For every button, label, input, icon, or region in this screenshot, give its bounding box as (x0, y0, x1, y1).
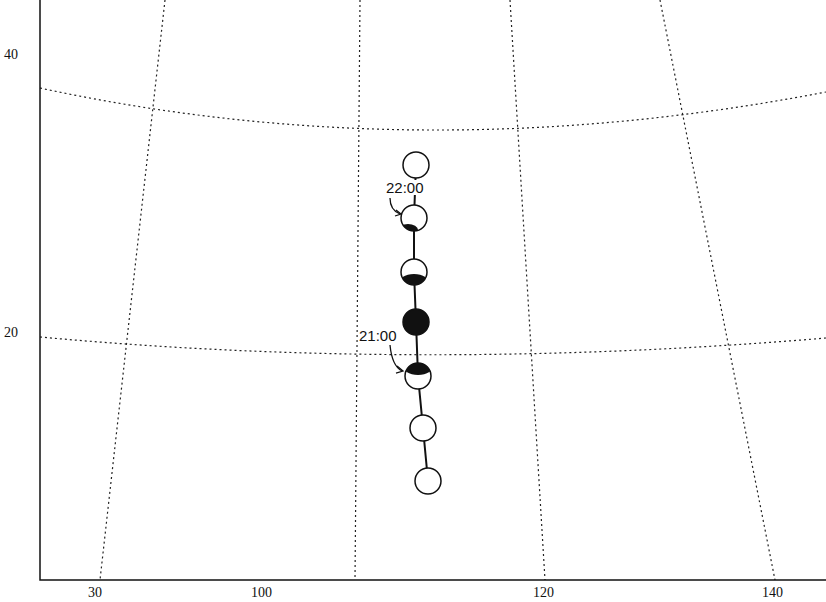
moon-circle (403, 309, 429, 335)
graticule (40, 0, 826, 580)
arrow-head (395, 210, 401, 216)
time-pointers (390, 198, 403, 373)
time-label: 22:00 (385, 180, 425, 195)
latitude-label: 20 (4, 326, 18, 340)
arrow-head (396, 366, 403, 373)
meridian-line (660, 0, 775, 580)
latitude-label: 40 (4, 48, 18, 62)
parallel-line (40, 337, 826, 355)
leader-line (390, 345, 402, 371)
moon-circle (410, 415, 436, 441)
moon-shadow (402, 355, 434, 375)
parallel-line (40, 88, 826, 130)
meridian-line (100, 0, 165, 580)
time-label: 21:00 (358, 328, 398, 343)
moon-phases (398, 152, 441, 494)
meridian-line (510, 0, 545, 580)
longitude-label: 120 (533, 586, 554, 600)
moon-circle (415, 468, 441, 494)
meridian-line (355, 0, 360, 580)
moon-shadow (398, 274, 430, 294)
longitude-label: 30 (88, 586, 102, 600)
moon-circle (403, 152, 429, 178)
frame (40, 0, 826, 580)
moon-shadow (398, 224, 418, 236)
longitude-label: 100 (251, 586, 272, 600)
longitude-label: 140 (762, 586, 783, 600)
